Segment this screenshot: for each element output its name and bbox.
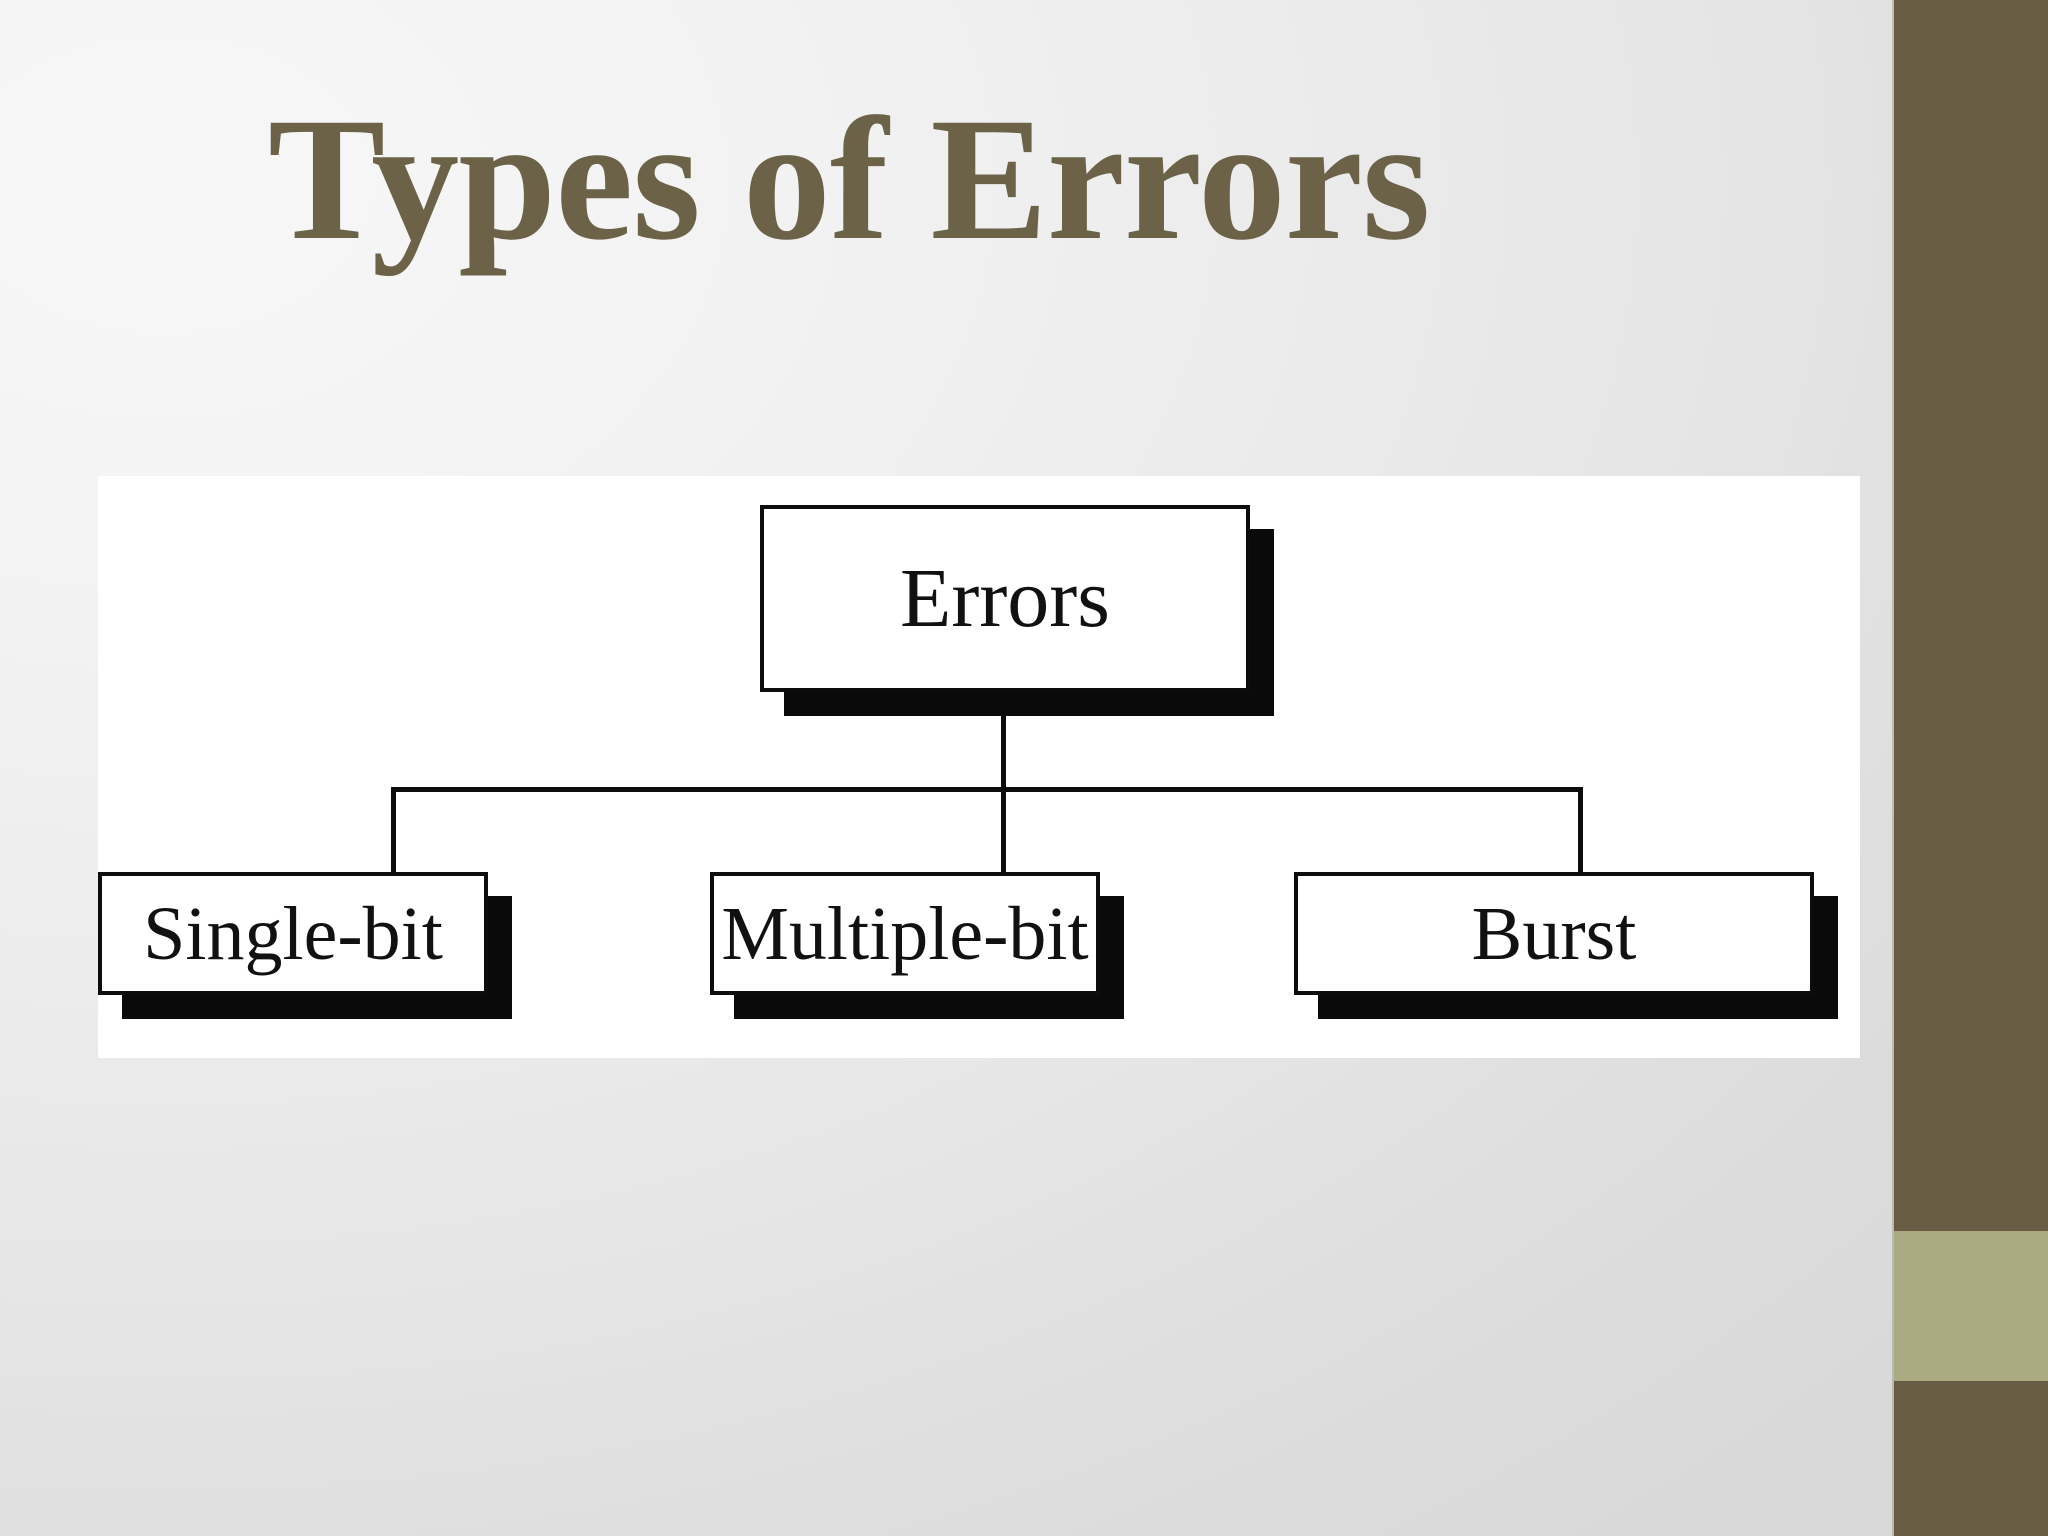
node-single-bit-label: Single-bit — [143, 891, 443, 976]
sidebar-edge-line — [1892, 0, 1895, 1536]
connector-root-stem — [1001, 692, 1006, 792]
node-single-bit: Single-bit — [98, 872, 488, 995]
decorative-sidebar — [1894, 0, 2048, 1536]
node-burst-label: Burst — [1471, 891, 1637, 976]
node-errors: Errors — [760, 505, 1250, 692]
node-burst: Burst — [1294, 872, 1814, 995]
page-title: Types of Errors — [268, 82, 1430, 277]
connector-horizontal-bus — [391, 787, 1583, 792]
diagram-panel: Errors Single-bit Multiple-bit Burst — [98, 476, 1860, 1058]
connector-drop-burst — [1578, 787, 1583, 874]
sidebar-accent-band — [1894, 1231, 2048, 1381]
connector-drop-single-bit — [391, 787, 396, 874]
node-multiple-bit: Multiple-bit — [710, 872, 1100, 995]
node-multiple-bit-label: Multiple-bit — [721, 891, 1089, 976]
node-errors-label: Errors — [900, 551, 1110, 645]
connector-drop-multiple-bit — [1001, 787, 1006, 874]
